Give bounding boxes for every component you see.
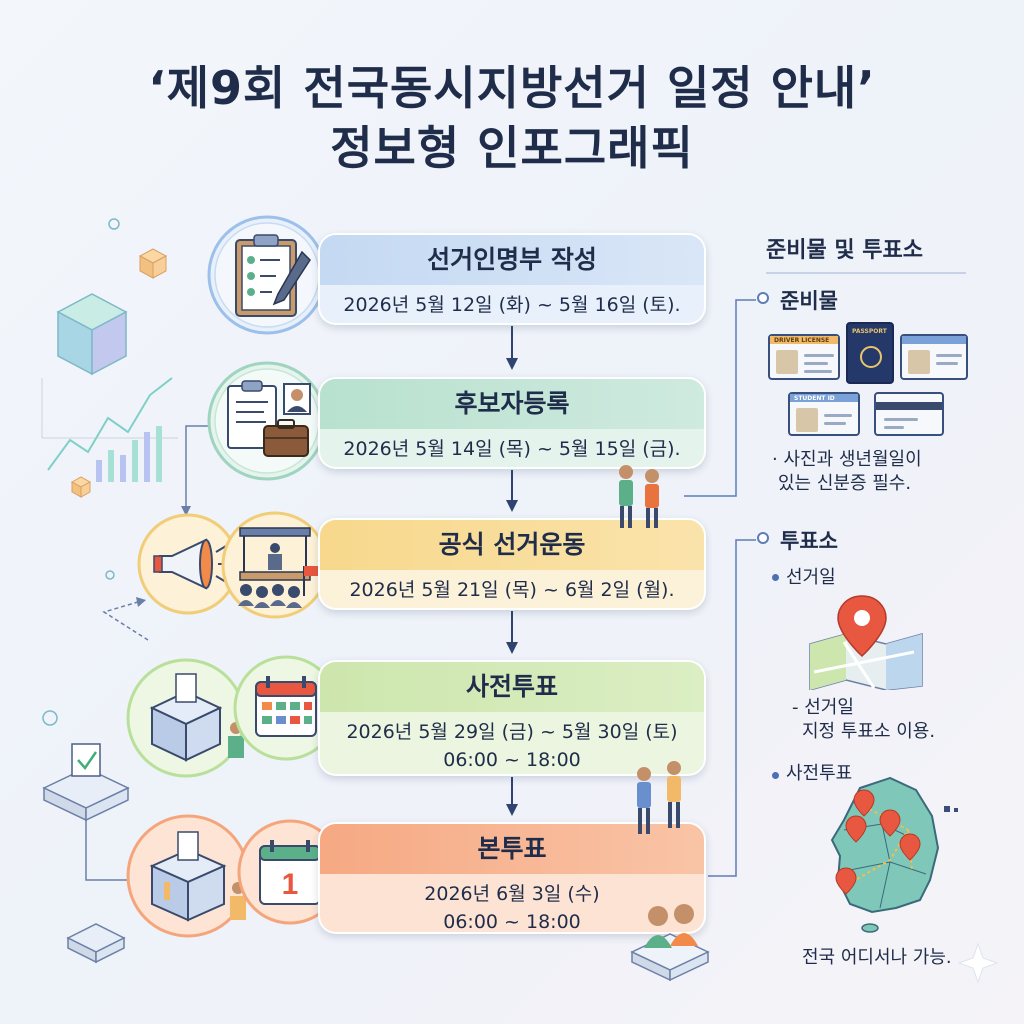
bullet-dot	[772, 574, 779, 581]
step-voter-registry: 선거인명부 작성 2026년 5월 12일 (화) ~ 5월 16일 (토).	[318, 233, 706, 325]
driver-license-icon: DRIVER LICENSE	[768, 334, 840, 380]
calendar-day-number: 1	[282, 868, 299, 901]
title-line-1: ‘제9회 전국동시지방선거 일정 안내’	[148, 61, 876, 115]
cube-decoration	[56, 293, 128, 376]
map-pin-icon	[809, 595, 923, 690]
credit-card-icon	[874, 392, 944, 436]
step-time: 06:00 ~ 18:00	[443, 749, 581, 771]
page-title: ‘제9회 전국동시지방선거 일정 안내’ 정보형 인포그래픽	[0, 58, 1024, 178]
step-candidate-registration: 후보자등록 2026년 5월 14일 (목) ~ 5월 15일 (금).	[318, 377, 706, 469]
small-cube-decoration	[138, 248, 168, 279]
checkbox-tile-decoration	[42, 743, 130, 822]
step-title: 공식 선거운동	[320, 520, 704, 570]
items-label: 준비물	[780, 289, 838, 313]
election-day-note: - 선거일 지정 투표소 이용.	[792, 697, 936, 742]
tiny-cube-decoration	[70, 476, 92, 498]
megaphone-icon	[137, 513, 239, 615]
people-figures	[619, 465, 659, 528]
bullet-dot	[772, 772, 779, 779]
passport-icon: PASSPORT	[846, 322, 894, 384]
step-official-campaign: 공식 선거운동 2026년 5월 21일 (목) ~ 6월 2일 (월).	[318, 518, 706, 610]
sidebar-heading: 준비물 및 투표소	[766, 232, 966, 274]
items-note: · 사진과 생년월일이 있는 신분증 필수.	[772, 449, 922, 494]
step-early-voting: 사전투표 2026년 5월 29일 (금) ~ 5월 30일 (토) 06:00…	[318, 660, 706, 776]
calendar-day-icon: 1	[237, 819, 343, 925]
step-title: 후보자등록	[320, 379, 704, 429]
step-time: 06:00 ~ 18:00	[443, 911, 581, 933]
step-title: 선거인명부 작성	[320, 235, 704, 285]
tile-decoration	[66, 923, 126, 964]
step-date: 2026년 5월 21일 (목) ~ 6월 2일 (월).	[349, 579, 675, 601]
step-date: 2026년 5월 29일 (금) ~ 5월 30일 (토)	[346, 721, 678, 743]
id-card-icon	[900, 334, 968, 380]
main-ballot-box-icon	[126, 814, 250, 938]
bullet-ring	[757, 292, 769, 304]
voter-figures	[637, 761, 681, 834]
bullet-ring	[757, 532, 769, 544]
candidate-briefcase-icon	[207, 361, 327, 481]
korea-map-icon	[830, 776, 940, 933]
step-date: 2026년 5월 14일 (목) ~ 5월 15일 (금).	[343, 438, 681, 460]
group-tile-figures	[630, 904, 710, 982]
election-day-label: 선거일	[786, 567, 836, 588]
early-voting-label: 사전투표	[786, 763, 853, 784]
polling-label: 투표소	[780, 529, 838, 553]
title-line-2: 정보형 인포그래픽	[330, 121, 694, 175]
rally-stage-icon	[221, 511, 329, 619]
chart-decoration	[41, 377, 178, 482]
early-voting-note: 전국 어디서나 가능.	[802, 947, 952, 968]
step-date: 2026년 5월 12일 (화) ~ 5월 16일 (토).	[343, 294, 681, 316]
ballot-box-icon	[126, 658, 246, 778]
clipboard-pen-icon	[207, 215, 327, 335]
step-date: 2026년 6월 3일 (수)	[424, 883, 600, 905]
step-title: 사전투표	[320, 662, 704, 712]
student-id-icon: STUDENT ID	[788, 392, 860, 436]
